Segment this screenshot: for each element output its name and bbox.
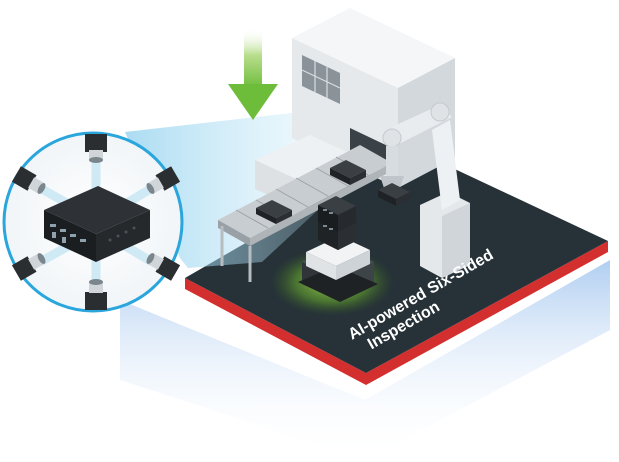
agv-robot-icon <box>298 196 378 302</box>
conveyor-box-2 <box>330 160 366 185</box>
down-arrow-icon <box>228 28 278 120</box>
conveyor-box-1 <box>256 200 292 224</box>
inspection-detail-circle <box>2 131 184 313</box>
edge-computer-icon <box>44 186 150 262</box>
robot-arm-icon <box>378 102 470 278</box>
gripped-box <box>378 183 410 206</box>
platform-top <box>185 148 608 373</box>
camera-icon <box>11 166 46 194</box>
camera-icon <box>146 166 181 194</box>
camera-icon <box>85 279 107 310</box>
agv-box-stack <box>318 196 356 250</box>
camera-icon <box>146 253 181 281</box>
platform-shadow <box>120 260 610 460</box>
camera-icon <box>85 134 107 163</box>
camera-icon <box>11 253 46 281</box>
